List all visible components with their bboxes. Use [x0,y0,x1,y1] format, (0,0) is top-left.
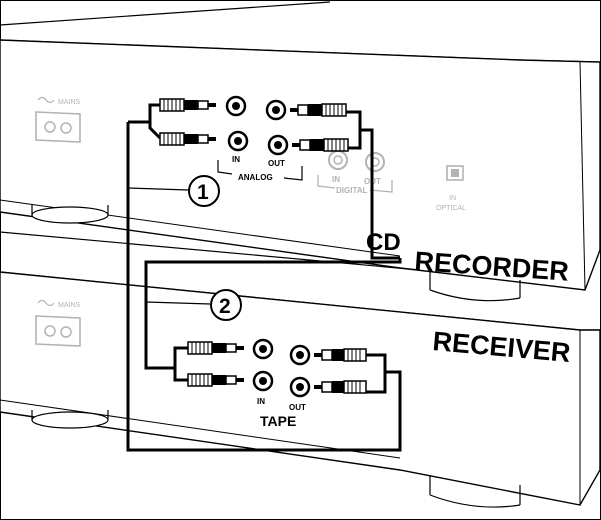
mains-socket-icon [35,111,81,143]
rca-plug-icon [187,341,244,355]
tape-in-bottom [187,370,274,392]
digital-label: DIGITAL [336,186,368,195]
rca-jack-icon [252,338,274,360]
tape-in-top [187,338,274,360]
rca-plug-icon [314,380,367,394]
analog-label: ANALOG [238,173,273,182]
mains-socket-icon [35,315,81,347]
cd-recorder-device [0,1,601,302]
tape-out-top [289,344,367,366]
cd-analog-out-top [265,99,347,121]
callout-2-label: 2 [219,295,231,318]
rca-jack-icon [289,376,311,398]
rca-plug-icon [314,348,367,362]
mains-socket-cd: MAINS [35,96,81,143]
tape-out-label: OUT [289,403,306,412]
callout-1: 1 [127,175,220,207]
title-cd: CD [366,229,401,256]
optical-in-label: IN [449,195,456,202]
optical-port-icon [446,165,464,181]
mains-label-cd: MAINS [58,99,81,106]
tape-out-bottom [289,376,367,398]
optical-label: OPTICAL [436,205,466,212]
optical-port: IN OPTICAL [436,165,466,212]
rca-jack-icon [252,370,274,392]
rca-plug-icon [159,98,216,112]
rca-plug-icon [159,132,216,146]
cd-analog-in-bottom [159,130,249,152]
cd-analog-in-top [159,95,247,117]
rca-jack-icon [227,130,249,152]
analog-out-label: OUT [268,159,285,168]
tape-label: TAPE [260,413,296,429]
rca-plug-icon [187,373,244,387]
callout-2: 2 [145,289,242,321]
rca-jack-icon [225,95,247,117]
rca-plug-icon [290,103,347,117]
analog-labels: IN OUT ANALOG [217,155,303,182]
callout-1-label: 1 [197,181,209,204]
mains-socket-receiver: MAINS [35,299,81,347]
mains-label-receiver: MAINS [58,302,81,309]
analog-in-label: IN [232,155,240,164]
cable-2 [144,258,402,394]
cd-analog-out-bottom [267,134,349,156]
cable-1 [126,103,402,452]
tape-in-label: IN [257,397,265,406]
rca-plug-icon [292,138,349,152]
digital-in-label: IN [332,175,340,184]
rca-jack-icon [289,344,311,366]
tape-labels: IN OUT TAPE [257,397,306,429]
rca-jack-icon [267,134,289,156]
rca-jack-icon [265,99,287,121]
